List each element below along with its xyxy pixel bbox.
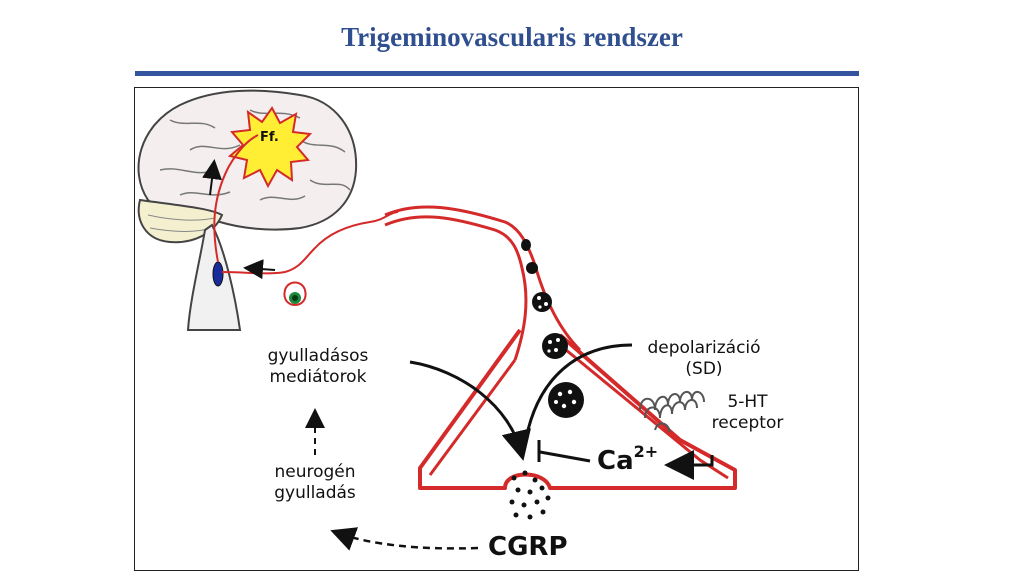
5ht-receptor-label: 5-HT receptor: [700, 392, 795, 434]
ca-inhibition-line: [539, 450, 591, 463]
cgrp-label: CGRP: [488, 532, 568, 562]
neurogenic-inflammation-label: neurogén gyulladás: [250, 462, 380, 504]
inflammatory-mediators-line2: mediátorok: [269, 367, 367, 387]
arrow-mediators-to-terminal: [409, 360, 531, 461]
depolarization-line2: (SD): [685, 359, 723, 379]
headache-star: [227, 106, 313, 189]
arrow-receptor-to-ca: [664, 450, 714, 480]
brain-illustration: [137, 89, 358, 331]
nerve-terminal: [418, 328, 737, 490]
trigeminal-nucleus: [212, 261, 224, 287]
calcium-label: Ca2+: [597, 442, 658, 476]
slide-title: Trigeminovascularis rendszer: [341, 22, 683, 52]
inflammatory-mediators-label: gyulladásos mediátorok: [248, 346, 388, 388]
depolarization-line1: depolarizáció: [647, 338, 761, 358]
inflammatory-mediators-line1: gyulladásos: [267, 346, 369, 366]
depolarization-label: depolarizáció (SD): [630, 338, 778, 380]
arrow-cgrp-to-neurogenic: [330, 527, 479, 551]
released-cgrp-dots: [509, 470, 551, 520]
5ht-receptor-shape: [639, 391, 705, 433]
calcium-charge: 2+: [633, 442, 659, 461]
ff-label: Ff.: [260, 130, 279, 145]
title-divider: [135, 71, 859, 76]
5ht-receptor-line1: 5-HT: [727, 392, 768, 412]
neurogenic-inflammation-line2: gyulladás: [274, 483, 356, 503]
5ht-receptor-line2: receptor: [711, 413, 784, 433]
calcium-symbol: Ca: [597, 446, 634, 476]
arrow-depolarization-to-terminal: [522, 343, 633, 451]
vesicles: [521, 239, 584, 418]
diagram-frame: [134, 87, 859, 571]
neurogenic-inflammation-line1: neurogén: [274, 462, 356, 482]
